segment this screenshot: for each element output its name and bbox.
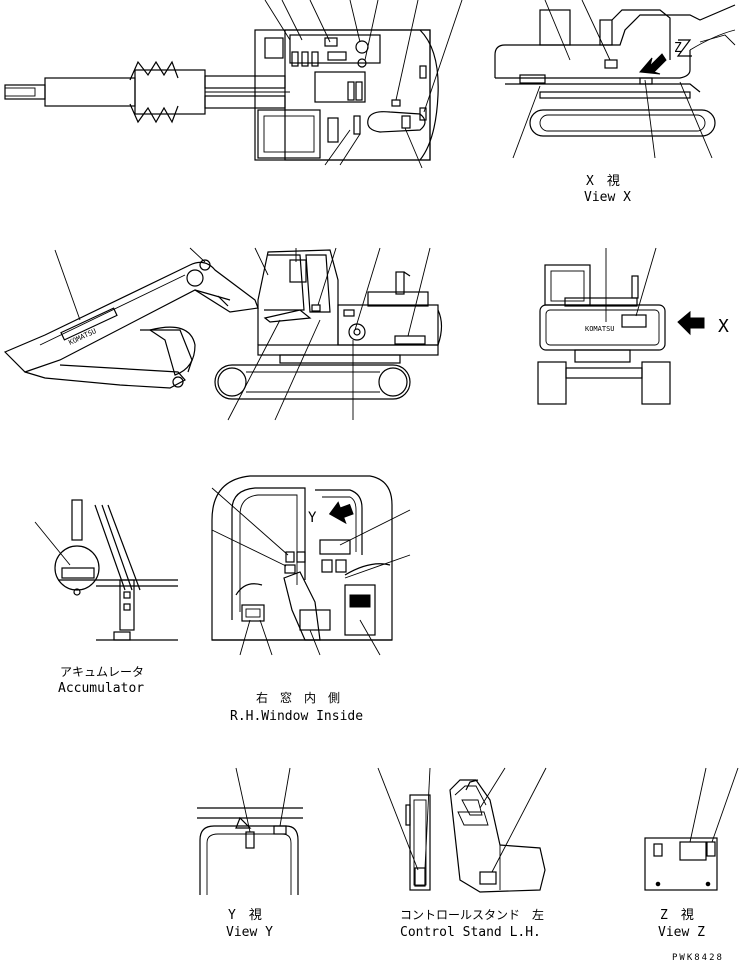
counterweight-brand: KOMATSU bbox=[585, 325, 615, 333]
view-y-detail: Y 視 View Y bbox=[197, 767, 303, 940]
control-stand-en: Control Stand L.H. bbox=[400, 925, 541, 940]
rh-window-en: R.H.Window Inside bbox=[230, 709, 363, 724]
side-view: KOMATSU bbox=[3, 247, 443, 421]
plan-view bbox=[4, 0, 463, 169]
view-y-en: View Y bbox=[226, 925, 273, 940]
rh-window-jp: 右 窓 内 側 bbox=[256, 690, 340, 705]
rear-view: KOMATSU X bbox=[537, 247, 729, 405]
view-x-en: View X bbox=[584, 190, 631, 205]
view-y-jp: Y 視 bbox=[228, 908, 262, 923]
control-stand-detail: コントロールスタンド 左 Control Stand L.H. bbox=[377, 767, 547, 940]
arrow-z-letter: Z bbox=[674, 41, 682, 56]
rh-window-detail: Y 右 窓 内 側 R.H.Window Inside bbox=[211, 475, 411, 724]
accumulator-detail: アキュムレータ Accumulator bbox=[34, 499, 178, 696]
arrow-x-letter: X bbox=[718, 316, 729, 337]
view-z-jp: Z 視 bbox=[660, 908, 694, 923]
view-z-detail: Z 視 View Z bbox=[644, 767, 739, 940]
arrow-y-letter: Y bbox=[308, 510, 317, 526]
control-stand-jp: コントロールスタンド 左 bbox=[400, 907, 544, 922]
drawing-code: PWK8428 bbox=[672, 953, 724, 963]
view-x-jp: X 視 bbox=[586, 174, 620, 189]
view-z-en: View Z bbox=[658, 925, 705, 940]
accumulator-en: Accumulator bbox=[58, 681, 144, 696]
view-x-drawing: Z X 視 View X bbox=[494, 0, 736, 205]
accumulator-jp: アキュムレータ bbox=[60, 665, 144, 679]
